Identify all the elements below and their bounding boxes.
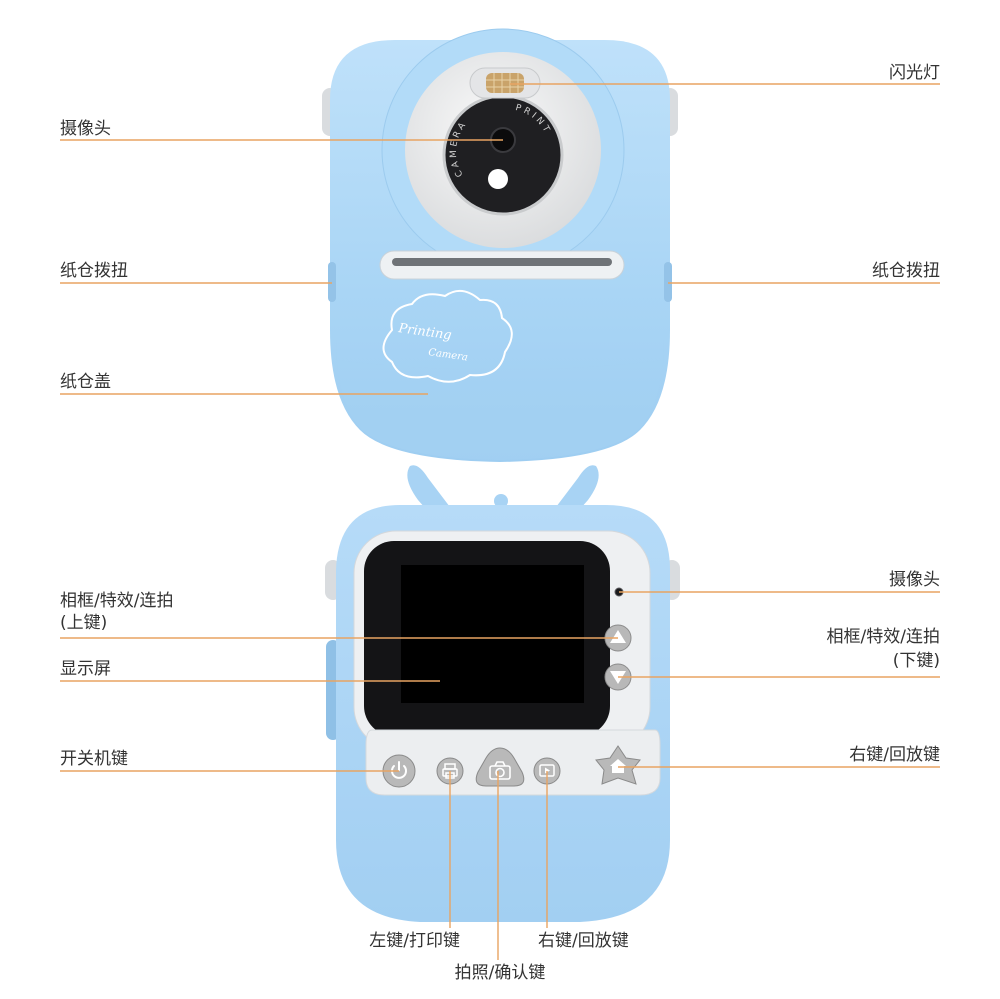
label-display: 显示屏 bbox=[60, 659, 111, 679]
power-icon bbox=[391, 761, 407, 779]
camera-icon bbox=[489, 761, 511, 780]
label-down-key-line2: (下键) bbox=[892, 651, 940, 671]
home-icon bbox=[610, 759, 626, 773]
flash-grid bbox=[486, 73, 524, 93]
selfie-mirror bbox=[488, 169, 508, 189]
top-nub bbox=[494, 494, 508, 508]
paper-slot-opening bbox=[392, 258, 612, 266]
label-shutter-key: 拍照/确认键 bbox=[454, 963, 546, 983]
lens-face bbox=[442, 94, 564, 216]
label-rear-camera: 摄像头 bbox=[889, 570, 940, 590]
cloud-logo bbox=[382, 289, 513, 383]
display-screen bbox=[401, 565, 584, 703]
label-playback-key: 右键/回放键 bbox=[538, 931, 629, 951]
label-up-key-line2: (上键) bbox=[60, 613, 108, 633]
label-knob-right: 纸仓拨扭 bbox=[872, 261, 940, 281]
front-view: CAMERA PRINT Printing Camera bbox=[322, 28, 678, 462]
triangle-up-icon bbox=[610, 630, 626, 643]
label-flash: 闪光灯 bbox=[889, 63, 940, 83]
label-paper-cover: 纸仓盖 bbox=[60, 372, 111, 392]
front-body-lower bbox=[336, 340, 664, 460]
label-up-key-line1: 相框/特效/连拍 bbox=[60, 591, 174, 611]
label-down-key-line1: 相框/特效/连拍 bbox=[826, 627, 940, 647]
label-front-camera: 摄像头 bbox=[60, 119, 111, 139]
paper-knob-left bbox=[328, 262, 336, 302]
label-home-key: 右键/回放键 bbox=[849, 745, 940, 765]
label-power: 开关机键 bbox=[60, 749, 128, 769]
shutter-button[interactable] bbox=[475, 747, 525, 787]
paper-knob-right bbox=[664, 262, 672, 302]
label-left-key: 左键/打印键 bbox=[369, 931, 460, 951]
label-knob-left: 纸仓拨扭 bbox=[60, 261, 128, 281]
flash-lamp bbox=[486, 73, 524, 93]
cloud-text-2: Camera bbox=[428, 347, 469, 363]
back-view bbox=[325, 465, 680, 922]
leader-lines bbox=[60, 83, 940, 960]
